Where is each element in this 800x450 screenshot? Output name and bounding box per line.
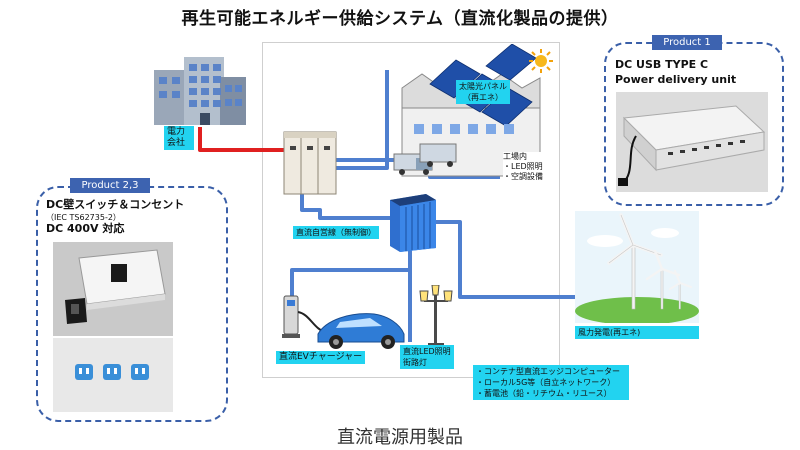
page-title: 再生可能エネルギー供給システム（直流化製品の提供） (181, 9, 619, 29)
wall-switch-photo (53, 242, 173, 336)
grid-connection-line (198, 127, 287, 152)
wall-outlet-photo (53, 338, 173, 412)
product23-standard: （IEC TS62735-2） (46, 213, 121, 222)
wind-turbine-panel (575, 211, 699, 325)
ev-charger-illustration (282, 295, 405, 349)
diagram-frame (262, 42, 560, 378)
figure-caption: 直流電源用製品 (337, 427, 463, 448)
power-company-label: 電力会社 (164, 126, 194, 150)
usb-unit-photo (616, 92, 768, 192)
factory-label: 工場内 ・LED照明 ・空調設備 (503, 152, 543, 182)
product1-title-line1: DC USB TYPE C (615, 58, 709, 71)
product23-title-line3: DC 400V 対応 (46, 222, 125, 235)
wind-turbine-icon (575, 213, 699, 325)
ev-line (290, 248, 412, 298)
product23-tag: Product 2,3 (70, 178, 150, 193)
led-street-light-label: 直流LED照明 街路灯 (400, 345, 454, 369)
street-light-icon (419, 285, 453, 347)
product1-title-line2: Power delivery unit (615, 73, 737, 86)
wind-line (430, 220, 600, 299)
solar-panel-label: 太陽光パネル （再エネ） (456, 80, 510, 104)
container-description: ・コンテナ型直流エッジコンピューター ・ローカル5G等（自立ネットワーク） ・蓄… (473, 365, 629, 400)
dc-private-line-label: 直流自営線（無制御） (293, 226, 379, 239)
power-company-building (154, 57, 246, 125)
product1-tag: Product 1 (652, 35, 722, 50)
solar-line (334, 70, 389, 170)
sun-icon (529, 49, 553, 73)
wind-power-label: 風力発電(再エネ) (575, 326, 699, 339)
inverter-panel (283, 131, 337, 195)
product23-title-line1: DC壁スイッチ＆コンセント (46, 198, 185, 211)
dc-private-line (300, 194, 390, 220)
container-unit (390, 194, 436, 252)
ev-charger-label: 直流EVチャージャー (276, 351, 366, 364)
